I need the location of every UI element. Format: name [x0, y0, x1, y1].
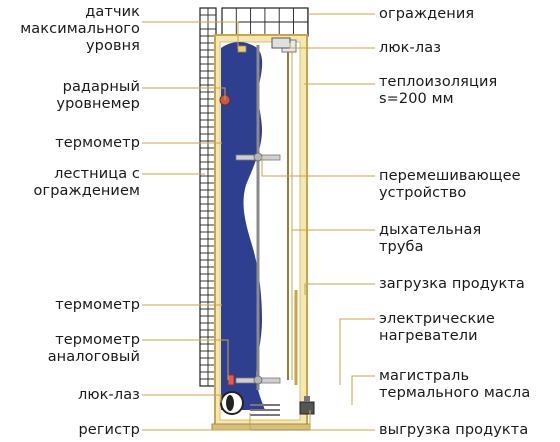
base-plate — [211, 423, 311, 431]
label-thermometer-bottom: термометр — [55, 297, 140, 313]
label-electric-heaters: электрические нагреватели — [379, 311, 495, 344]
label-product-unloading: выгрузка продукта — [379, 422, 529, 438]
analog-thermometer — [227, 374, 235, 386]
product-fill — [221, 42, 265, 410]
agitator-blade-top — [235, 152, 281, 162]
ladder-cage — [199, 7, 217, 387]
bottom-manhole — [220, 391, 244, 415]
label-manhole-top: люк-лаз — [379, 40, 442, 56]
label-product-loading: загрузка продукта — [379, 276, 525, 292]
label-register: регистр — [78, 422, 140, 438]
label-insulation: теплоизоляция s=200 мм — [379, 74, 498, 107]
leader-lines — [142, 13, 375, 431]
label-breathing-pipe: дыхательная труба — [379, 222, 482, 255]
label-thermal-oil-line: магистраль термального масла — [379, 368, 531, 401]
label-radar-level-gauge: радарный уровнемер — [56, 79, 140, 112]
label-thermometer-top: термометр — [55, 135, 140, 151]
label-max-level-sensor: датчик максимального уровня — [20, 4, 140, 54]
label-ladder-with-guard: лестница с ограждением — [33, 166, 140, 199]
heating-register — [250, 404, 280, 416]
top-hatch — [271, 37, 291, 49]
label-manhole-bottom: люк-лаз — [77, 387, 140, 403]
max-level-sensor — [237, 45, 247, 53]
label-guard-railing: ограждения — [379, 6, 475, 22]
label-agitator: перемешивающее устройство — [379, 168, 521, 201]
agitator-blade-bottom — [235, 375, 281, 385]
label-analog-thermometer: термометр аналоговый — [47, 332, 140, 365]
